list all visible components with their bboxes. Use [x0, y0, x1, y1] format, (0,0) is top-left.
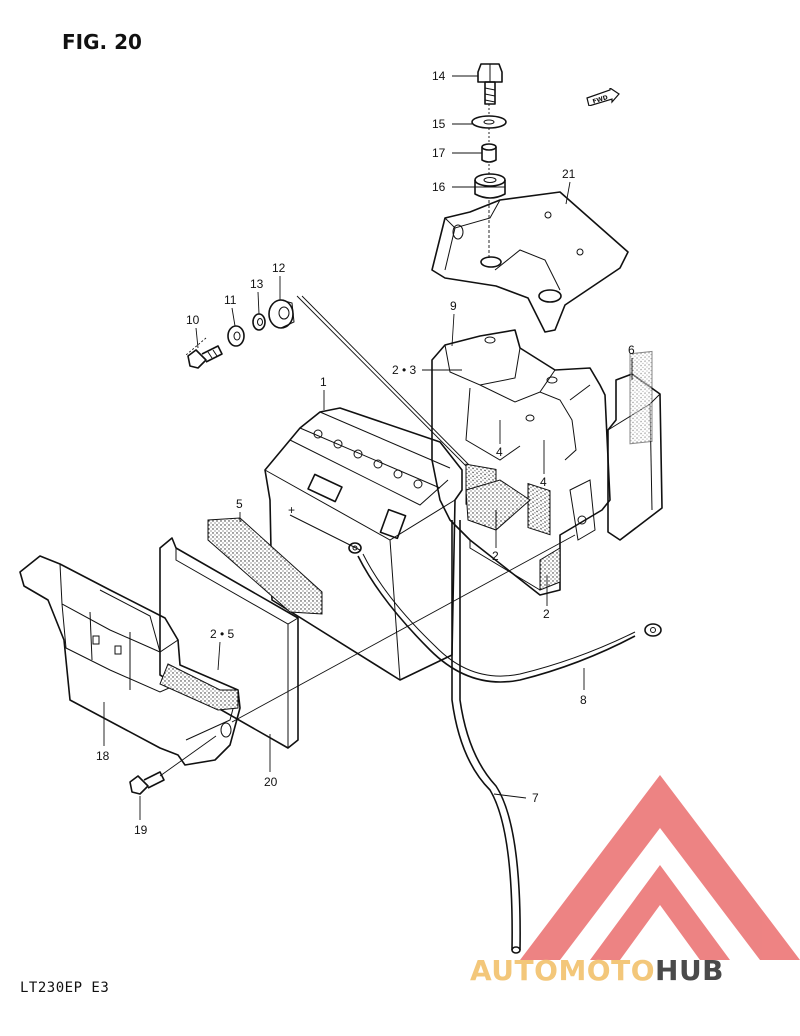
- svg-text:1: 1: [320, 375, 327, 389]
- svg-text:2: 2: [492, 549, 499, 563]
- callout-9: 9: [450, 299, 457, 347]
- fwd-label: FWD: [592, 94, 609, 106]
- callout-6: 6: [628, 343, 635, 380]
- svg-text:15: 15: [432, 117, 446, 131]
- collar-17: [481, 143, 497, 163]
- svg-text:10: 10: [186, 313, 200, 327]
- bolt-19: [129, 771, 165, 795]
- svg-text:+: +: [288, 503, 295, 517]
- pad-2-side: [539, 547, 561, 591]
- cushion-16: [474, 173, 506, 199]
- cushion-12: [268, 299, 295, 329]
- callout-14: 14: [432, 69, 478, 83]
- figure-title: FIG. 20: [62, 30, 142, 54]
- callout-4a: 4: [496, 420, 503, 459]
- battery-cover-18: [19, 555, 241, 766]
- callout-11: 11: [224, 293, 237, 327]
- callout-12: 12: [272, 261, 286, 300]
- callout-8: 8: [580, 668, 587, 707]
- callout-10: 10: [186, 313, 200, 349]
- bracket-6: [569, 350, 663, 541]
- battery-holder-21: [431, 191, 629, 333]
- callout-19: 19: [134, 796, 148, 837]
- callout-2-5: 2 • 5: [210, 627, 235, 671]
- callout-13: 13: [250, 277, 264, 315]
- callout-2a: 2: [492, 510, 499, 563]
- callout-7: 7: [493, 791, 539, 805]
- callout-5: 5: [236, 497, 243, 522]
- callout-2b: 2: [543, 575, 550, 621]
- svg-text:13: 13: [250, 277, 264, 291]
- collar-13: [252, 313, 266, 331]
- svg-text:9: 9: [450, 299, 457, 313]
- callout-1: 1: [320, 375, 327, 410]
- callout-17: 17: [432, 146, 482, 160]
- svg-text:5: 5: [236, 497, 243, 511]
- watermark-text: AUTOMOTOHUB: [470, 954, 724, 987]
- svg-text:2 • 3: 2 • 3: [392, 363, 417, 377]
- svg-text:17: 17: [432, 146, 446, 160]
- bolt-10: [187, 345, 223, 369]
- svg-text:14: 14: [432, 69, 446, 83]
- pad-2-floor: [465, 479, 531, 531]
- bolt-14: [477, 63, 503, 105]
- callout-2-3: 2 • 3: [392, 363, 462, 377]
- callout-21: 21: [562, 167, 576, 205]
- washer-15: [471, 115, 507, 129]
- callout-4b: 4: [540, 440, 547, 489]
- forward-arrow-icon: FWD: [586, 88, 620, 106]
- svg-text:4: 4: [496, 445, 503, 459]
- washer-11: [227, 325, 245, 347]
- callout-16: 16: [432, 180, 475, 194]
- svg-text:6: 6: [628, 343, 635, 357]
- svg-text:21: 21: [562, 167, 576, 181]
- battery-1: +: [264, 407, 463, 681]
- model-code: LT230EP E3: [20, 980, 110, 996]
- svg-text:11: 11: [224, 293, 237, 307]
- watermark-text-part1: AUTOMOTO: [470, 954, 656, 987]
- callout-15: 15: [432, 117, 472, 131]
- watermark-text-part2: HUB: [655, 954, 725, 987]
- watermark-logo: [520, 775, 800, 960]
- svg-text:2 • 5: 2 • 5: [210, 627, 235, 641]
- ground-cable-8: [348, 542, 662, 683]
- svg-text:2: 2: [543, 607, 550, 621]
- svg-text:20: 20: [264, 775, 278, 789]
- svg-text:18: 18: [96, 749, 110, 763]
- breather-tube-7: [451, 520, 521, 954]
- svg-text:7: 7: [532, 791, 539, 805]
- callout-18: 18: [96, 702, 110, 763]
- callout-20: 20: [264, 734, 278, 789]
- svg-text:4: 4: [540, 475, 547, 489]
- svg-text:16: 16: [432, 180, 446, 194]
- svg-text:19: 19: [134, 823, 148, 837]
- svg-text:12: 12: [272, 261, 286, 275]
- svg-text:8: 8: [580, 693, 587, 707]
